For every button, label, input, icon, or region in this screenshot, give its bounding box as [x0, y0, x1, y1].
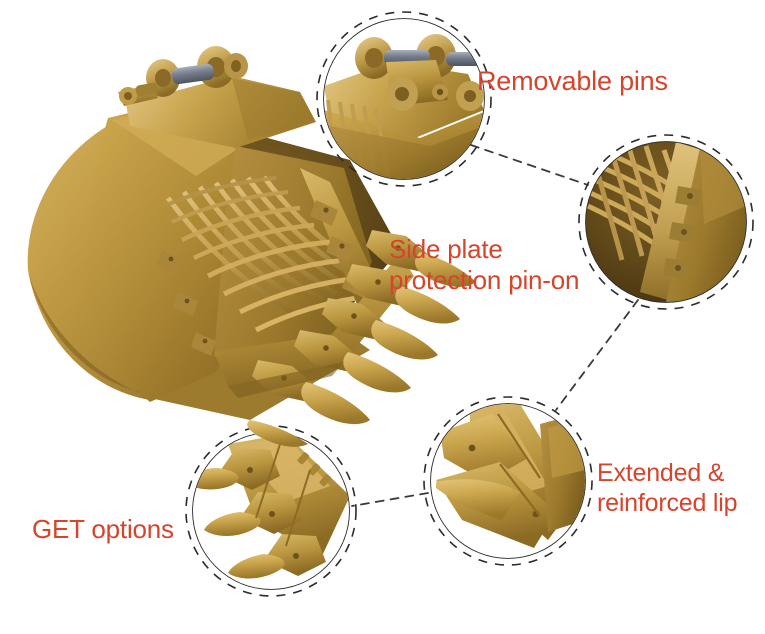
detail-protection-lugs — [663, 186, 702, 279]
detail-lip-serrations — [297, 452, 343, 498]
callout-detail-removable-pins — [324, 19, 484, 179]
bucket-tooth-tip-detached — [247, 420, 308, 447]
callout-dashed-ring — [423, 396, 593, 566]
bucket-top-mount-shadow — [232, 78, 314, 140]
callout-label-line: reinforced lip — [597, 488, 738, 517]
connector-lip-to-get — [351, 492, 429, 507]
callout-detail-extended-lip — [431, 404, 585, 558]
callout-label-line: Side plate — [389, 234, 503, 264]
hinge-pin-steel — [171, 63, 215, 85]
bucket-tooth — [322, 298, 438, 360]
callout-label-get-options: GET options — [32, 514, 174, 544]
callout-label-removable-pins: Removable pins — [477, 66, 668, 96]
bucket-hinge-assembly — [118, 46, 248, 106]
callout-dashed-ring — [316, 11, 492, 187]
callout-label-line: protection pin-on — [389, 264, 580, 295]
bucket-tooth — [346, 264, 460, 324]
callout-circle-extended-lip[interactable] — [423, 396, 593, 566]
left-side-plate-lugs — [157, 250, 216, 356]
callout-detail-side-plate — [586, 142, 746, 302]
callout-circle-get-options[interactable] — [184, 425, 357, 597]
callout-detail-get-options — [193, 433, 349, 589]
bucket-lip-reinforced — [214, 254, 414, 386]
bucket-tooth — [294, 330, 411, 393]
callout-dashed-ring — [578, 134, 754, 310]
callout-circle-side-plate-protection[interactable] — [578, 134, 754, 310]
detail-side-plate-protection-bar — [640, 142, 702, 300]
detail-get-tooth — [228, 534, 326, 579]
callout-connectors — [351, 144, 639, 507]
callout-circle-removable-pins[interactable] — [316, 11, 492, 187]
bucket-tooth — [366, 230, 476, 287]
bucket-lip-shadow — [228, 362, 344, 398]
callout-label-extended-reinforced-lip: Extended &reinforced lip — [597, 459, 738, 518]
connector-sideplate-to-lip — [555, 299, 639, 411]
connector-pins-to-sideplate — [470, 144, 589, 186]
main-bucket-illustration — [27, 46, 476, 425]
detail-get-tooth — [204, 492, 302, 536]
bucket-side-plate-left — [84, 96, 252, 402]
callout-label-line: Extended & — [597, 459, 725, 487]
